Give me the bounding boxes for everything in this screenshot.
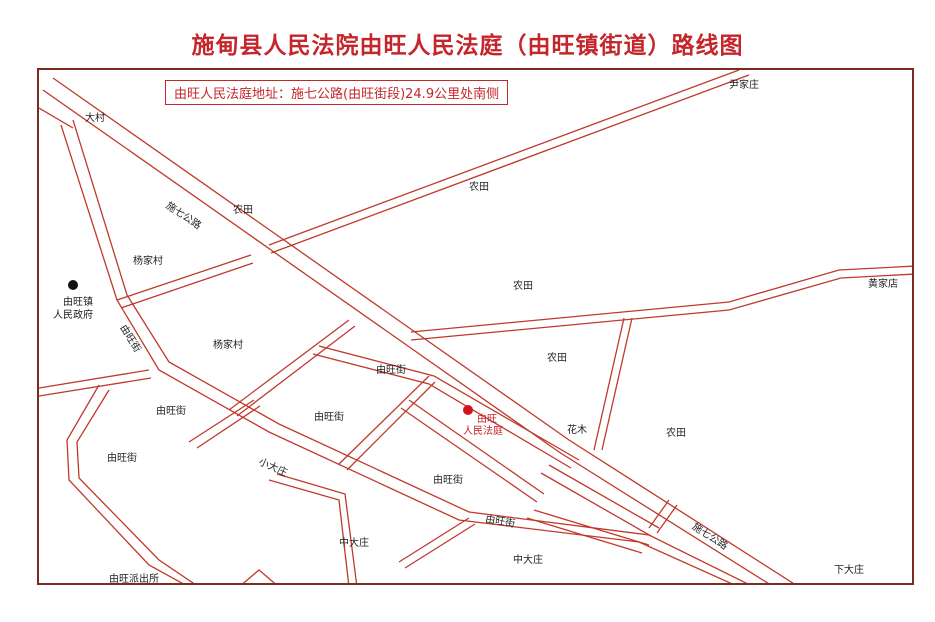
label-nong-tian-3: 农田 xyxy=(513,281,533,292)
label-you-wang-jie-3: 由旺街 xyxy=(314,412,344,423)
youwang-street-edge-2 xyxy=(72,119,748,583)
label-nong-tian-2: 农田 xyxy=(233,205,253,216)
road-network xyxy=(39,70,912,583)
court-marker[interactable] xyxy=(463,405,473,415)
label-you-wang-jie-1: 由旺街 xyxy=(376,365,406,376)
government-marker[interactable] xyxy=(68,280,78,290)
court-address-box: 由旺人民法庭地址：施七公路(由旺街段)24.9公里处南侧 xyxy=(165,80,509,105)
label-court-line2: 人民法庭 xyxy=(463,426,503,437)
label-police-station: 由旺派出所 xyxy=(109,574,159,585)
label-government-line1: 由旺镇 xyxy=(63,297,93,308)
label-government-line2: 人民政府 xyxy=(53,310,93,321)
label-yang-jia-cun-2: 杨家村 xyxy=(213,340,243,351)
road-to-yinjiazhuang-2 xyxy=(270,74,750,254)
label-zhong-da-zhuang-2: 中大庄 xyxy=(513,555,543,566)
label-nong-tian-5: 农田 xyxy=(666,428,686,439)
label-hua-mu: 花木 xyxy=(567,425,587,436)
label-huang-jia-dian: 黄家店 xyxy=(868,279,898,290)
label-xia-da-zhuang: 下大庄 xyxy=(834,565,864,576)
road-to-yinjiazhuang-1 xyxy=(268,70,740,246)
label-court-line1: 由旺 xyxy=(477,414,497,425)
label-nong-tian-1: 农田 xyxy=(469,182,489,193)
map-title: 施甸县人民法院由旺人民法庭（由旺镇街道）路线图 xyxy=(191,33,744,59)
label-nong-tian-4: 农田 xyxy=(547,353,567,364)
road-to-huangjiadian-1 xyxy=(410,265,912,333)
label-da-cun: 大村 xyxy=(85,113,105,124)
label-you-wang-jie-5: 由旺街 xyxy=(433,475,463,486)
road-to-huangjiadian-2 xyxy=(410,273,912,341)
label-yang-jia-cun-1: 杨家村 xyxy=(133,256,163,267)
shiqi-road-edge-2 xyxy=(52,77,794,583)
shiqi-road-edge-1 xyxy=(42,89,769,583)
label-you-wang-jie-2: 由旺街 xyxy=(156,406,186,417)
label-zhong-da-zhuang-1: 中大庄 xyxy=(339,538,369,549)
label-you-wang-jie-4: 由旺街 xyxy=(107,453,137,464)
label-yin-jia-zhuang: 尹家庄 xyxy=(729,80,759,91)
map-frame[interactable]: 由旺人民法庭地址：施七公路(由旺街段)24.9公里处南侧 大村 尹家庄 农田 农… xyxy=(37,68,914,585)
